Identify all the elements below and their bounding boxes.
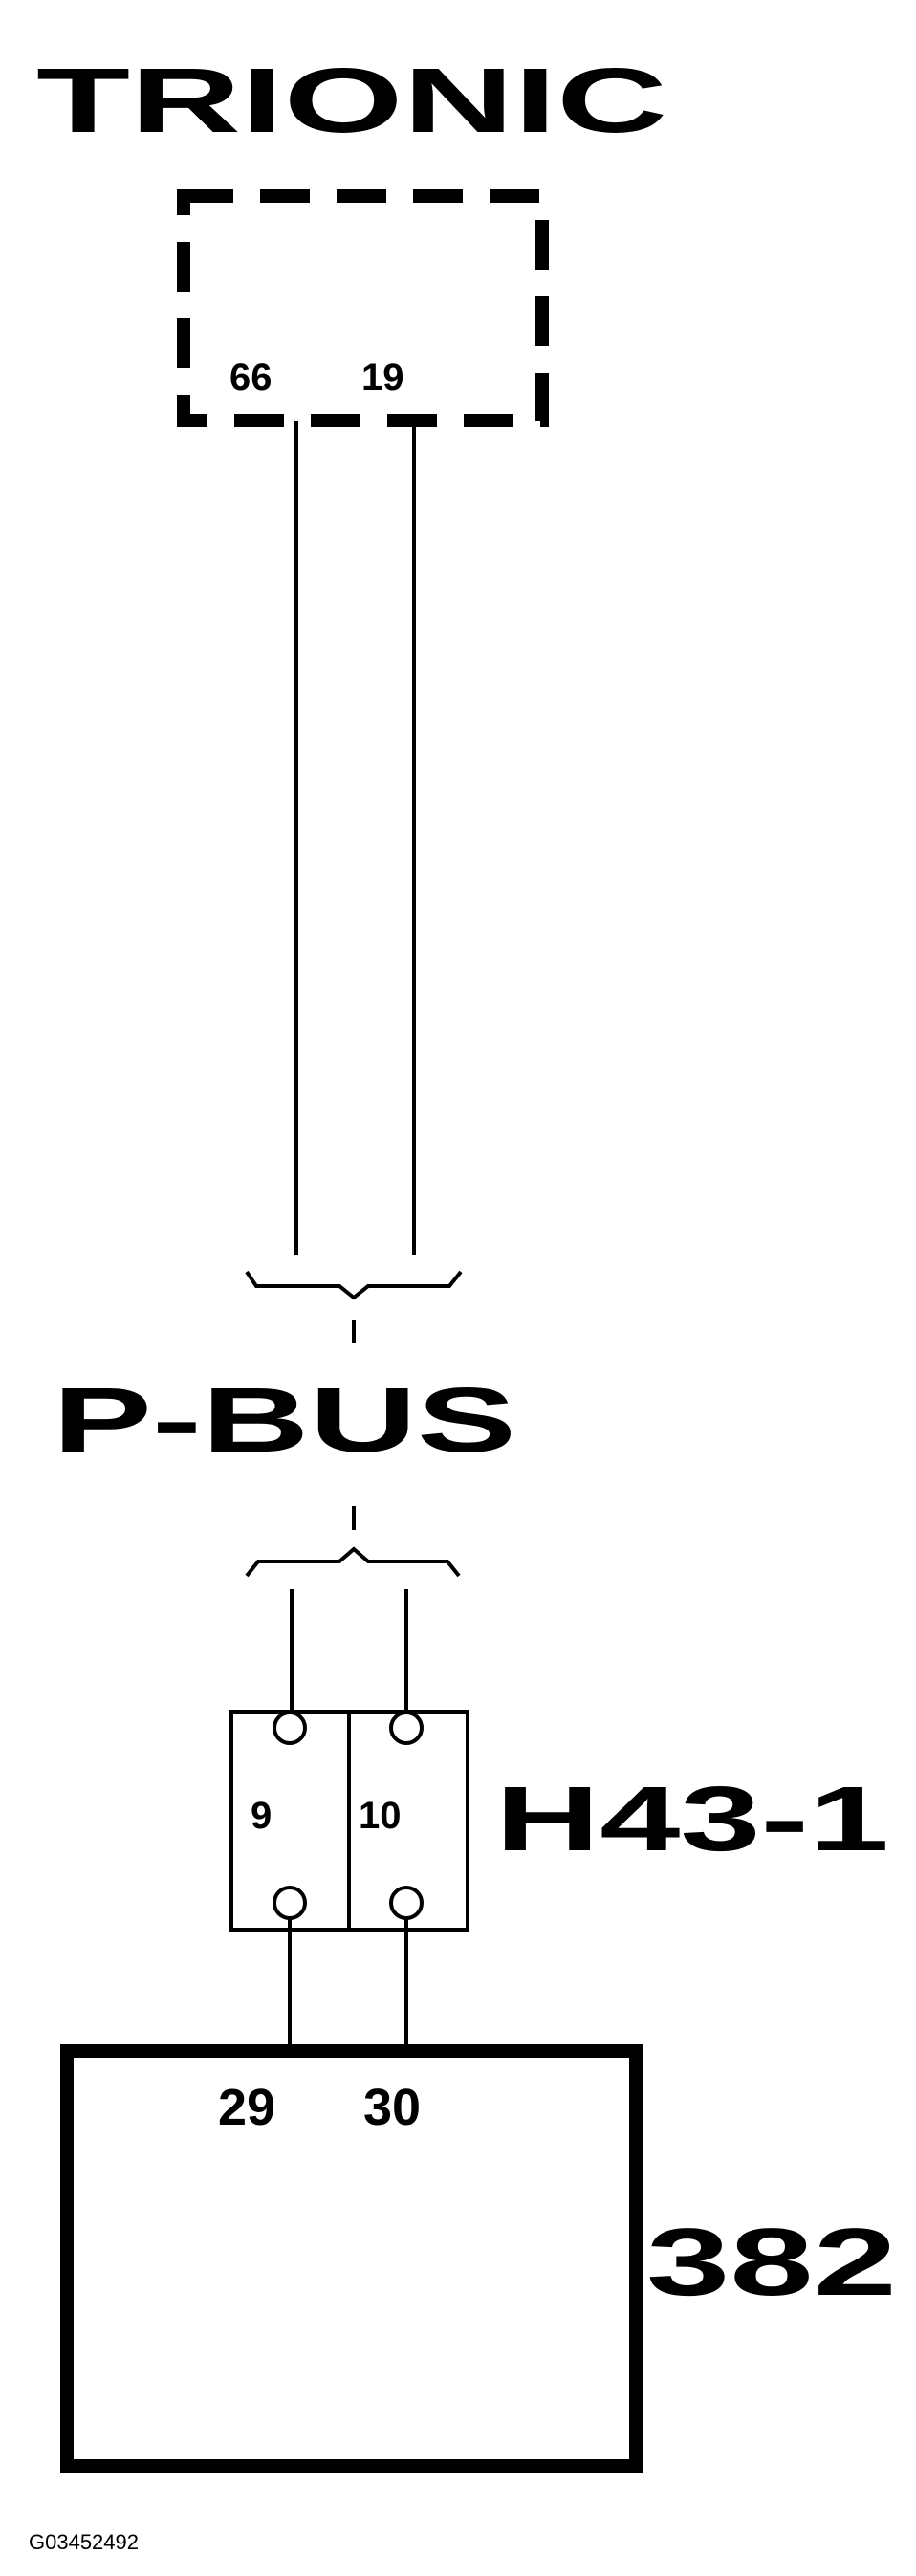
module-box: [60, 2044, 643, 2473]
module-label: 382: [646, 2209, 897, 2316]
bus-bracket-bottom: [245, 1546, 461, 1578]
bus-label: P-BUS: [53, 1369, 516, 1472]
connector-terminal-10-top: [389, 1711, 424, 1745]
ecu-pin-19: 19: [361, 357, 404, 399]
connector-terminal-9-top: [273, 1711, 307, 1745]
ecu-pin-66: 66: [229, 357, 273, 399]
connector-pin-9: 9: [251, 1795, 272, 1837]
bus-bracket-top: [245, 1270, 463, 1300]
ecu-box: [177, 189, 549, 427]
connector-label: H43-1: [495, 1768, 889, 1870]
figure-id: G03452492: [29, 2530, 139, 2554]
module-pin-30: 30: [363, 2079, 421, 2136]
connector-pin-10: 10: [359, 1795, 402, 1837]
ecu-label: TRIONIC: [36, 50, 667, 152]
connector-terminal-10-bottom: [389, 1886, 424, 1920]
module-pin-29: 29: [218, 2079, 275, 2136]
connector-terminal-9-bottom: [273, 1886, 307, 1920]
